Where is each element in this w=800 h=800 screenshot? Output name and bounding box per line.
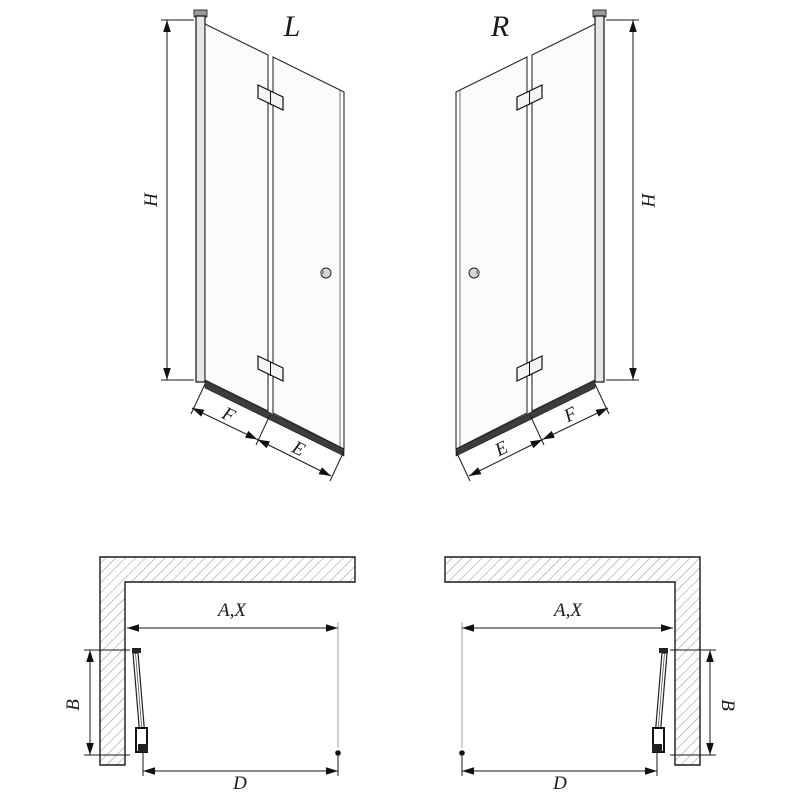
ax-dimension-right: A,X <box>461 600 673 748</box>
entry-width-label-left: E <box>288 437 309 462</box>
wall-profile-right <box>594 15 605 383</box>
fold-depth-label-right: B <box>717 699 738 711</box>
height-dim-label-left: H <box>141 192 162 208</box>
variant-label-left: L <box>283 10 301 43</box>
hinge-top-right <box>516 84 543 111</box>
door-magnet <box>652 744 662 752</box>
panel-width-label-right: F <box>560 403 581 428</box>
wall-section-left <box>99 556 356 766</box>
fold-depth-label-left: B <box>63 699 84 711</box>
variant-label-right: R <box>490 10 509 43</box>
opening-width-label-right: A,X <box>552 600 583 621</box>
bottom-rail-right <box>455 380 596 457</box>
knob-left <box>320 267 332 279</box>
closing-point-dot <box>335 750 341 756</box>
door-magnet <box>138 744 148 752</box>
plan-door-right <box>652 648 668 753</box>
h-dimension-right: H <box>606 19 658 381</box>
glass-panel-folding-right <box>455 56 528 450</box>
wall-bracket <box>659 648 668 653</box>
plan-view-right: A,X B D <box>444 556 738 794</box>
wall-bracket <box>132 648 141 653</box>
hinge-bottom-right <box>516 355 543 382</box>
clear-width-label-left: D <box>232 773 247 794</box>
hinge-bottom-left <box>257 355 284 382</box>
clear-width-label-right: D <box>552 773 567 794</box>
front-view-left-door: L H <box>141 9 345 482</box>
ax-dimension-left: A,X <box>127 600 339 748</box>
glass-panel-folding-left <box>272 56 345 450</box>
knob-right <box>468 267 480 279</box>
plan-door-left <box>132 648 148 753</box>
b-dimension-left: B <box>63 649 130 756</box>
front-view-right-door: R H <box>455 9 658 482</box>
h-dimension-left: H <box>141 19 194 381</box>
height-dim-label-right: H <box>637 192 658 208</box>
b-dimension-right: B <box>670 649 738 756</box>
bottom-rail-left <box>204 380 345 457</box>
plan-view-left: A,X B D <box>63 556 356 794</box>
panel-width-label-left: F <box>218 403 239 428</box>
d-dimension-right: D <box>461 752 658 794</box>
hinge-top-left <box>257 84 284 111</box>
wall-profile-left <box>195 15 206 383</box>
opening-width-label-left: A,X <box>216 600 247 621</box>
glass-panel-fixed-right <box>531 23 596 412</box>
d-dimension-left: D <box>142 752 339 794</box>
entry-width-label-right: E <box>491 437 512 462</box>
glass-panel-fixed-left <box>204 23 269 412</box>
wall-section-right <box>444 556 701 766</box>
closing-point-dot <box>459 750 465 756</box>
